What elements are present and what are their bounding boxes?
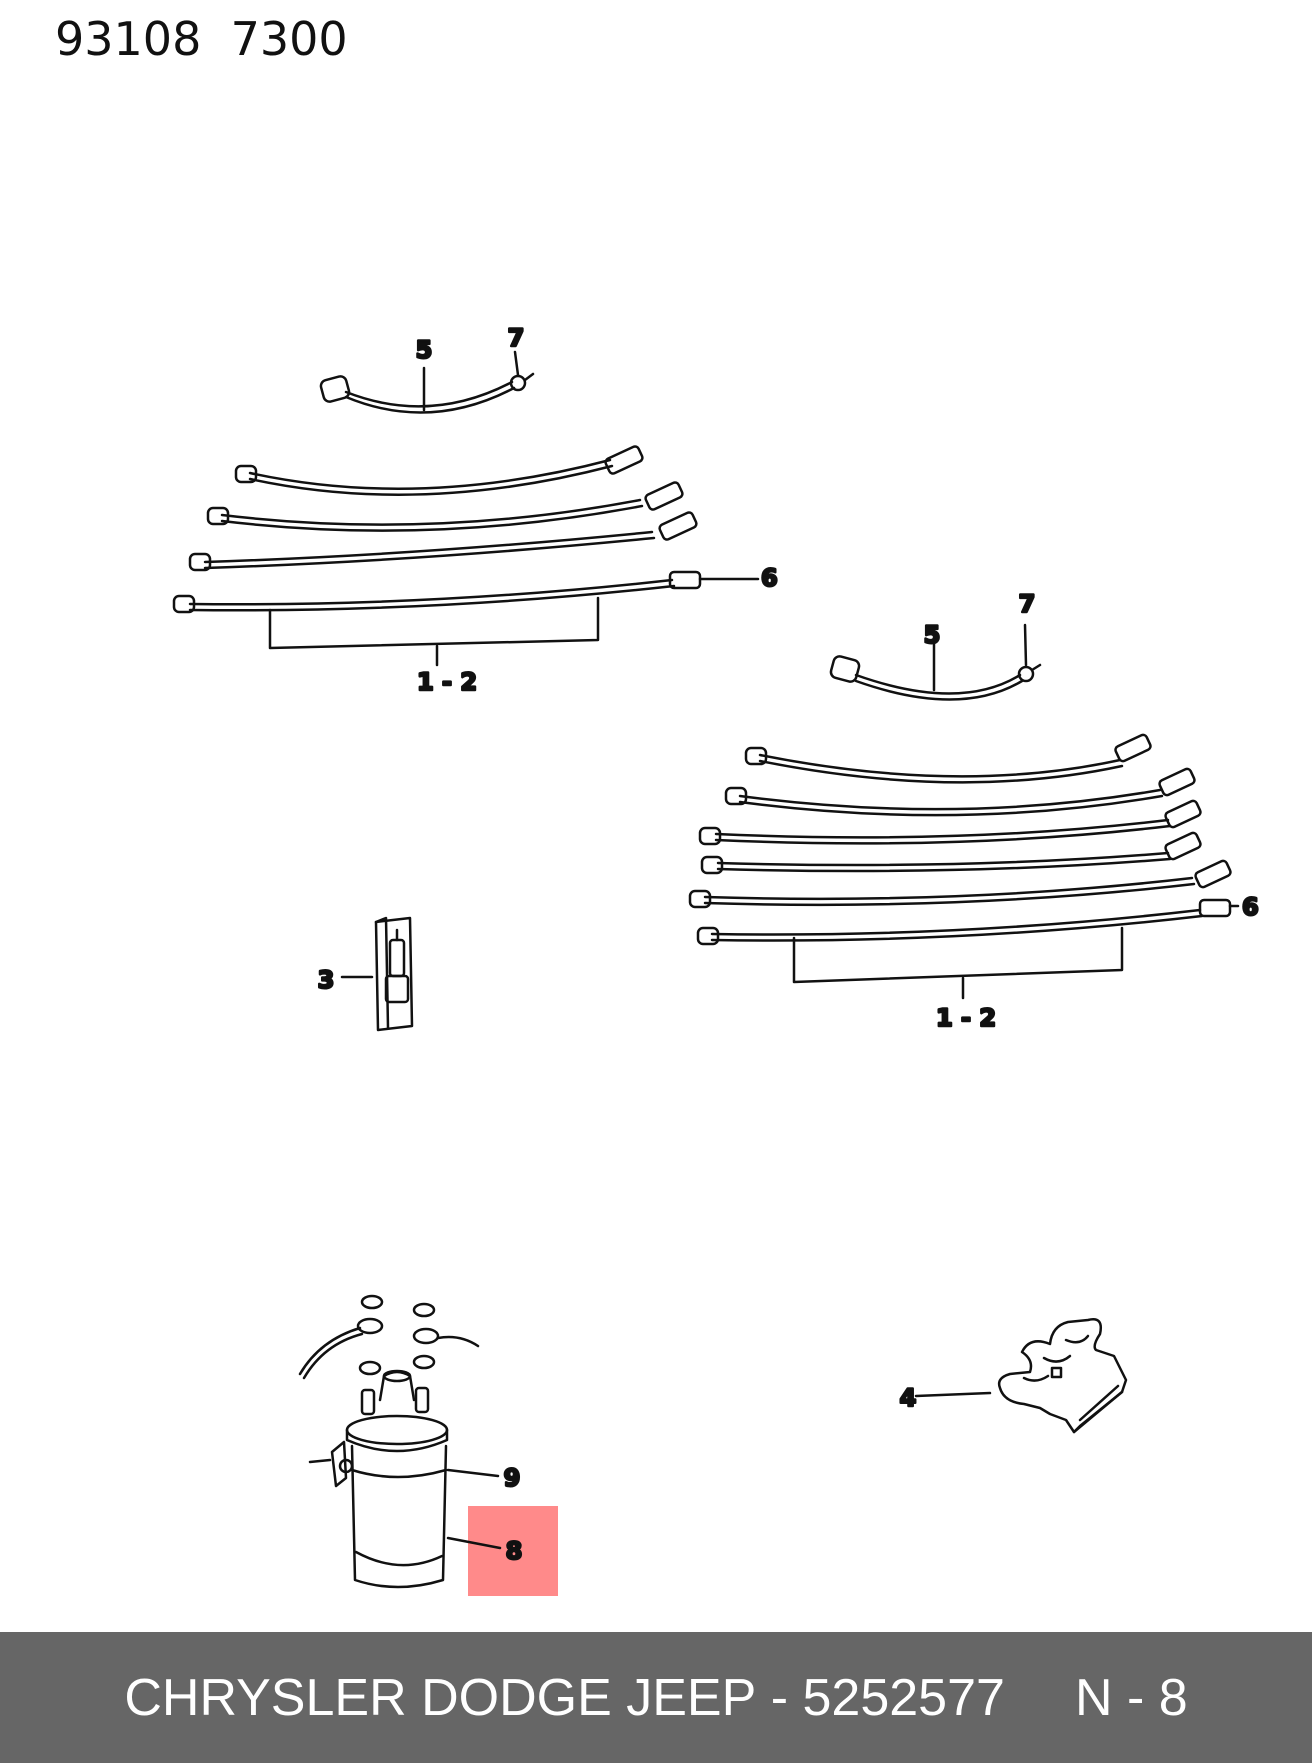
callout-5-left: 5	[416, 336, 433, 364]
footer-part-number: 5252577	[802, 1668, 1005, 1727]
wire-set-left	[172, 350, 760, 667]
callout-7-left: 7	[508, 324, 525, 352]
footer-separator: -	[770, 1668, 789, 1727]
coil-wire-left	[319, 372, 535, 414]
plug-wires-left	[172, 445, 702, 614]
ignition-parts-diagram: 5 7 6 1 - 2 5 7 6 1 - 2 3 4 9 8	[172, 323, 1260, 1596]
callout-5-right: 5	[924, 621, 941, 649]
wire-set-right	[688, 623, 1240, 1000]
footer-brand: CHRYSLER DODGE JEEP	[124, 1668, 757, 1727]
callout-6-right: 6	[1242, 893, 1259, 921]
callout-8-highlight	[468, 1506, 558, 1596]
callout-3: 3	[318, 966, 335, 994]
drawing-number-part-2: 7300	[230, 12, 348, 66]
footer-bar: CHRYSLER DODGE JEEP - 5252577 N - 8	[0, 1632, 1312, 1763]
callout-4: 4	[900, 1384, 917, 1412]
bracket-1-2-right	[792, 926, 1124, 984]
callout-1-2-right: 1 - 2	[936, 1004, 996, 1032]
part-4-wire-separator	[914, 1318, 1128, 1434]
bracket-1-2-left	[268, 596, 600, 650]
part-3-spark-plug	[340, 916, 414, 1032]
callout-9: 9	[504, 1464, 521, 1492]
plug-wires-right	[688, 733, 1232, 946]
callout-7-right: 7	[1019, 590, 1036, 618]
callout-6-left: 6	[761, 564, 778, 592]
callout-8: 8	[506, 1537, 523, 1565]
drawing-number-part-1: 93108	[55, 12, 202, 66]
part-8-ignition-coil	[298, 1294, 502, 1589]
drawing-number: 93108 7300	[55, 12, 348, 66]
callout-1-2-left: 1 - 2	[417, 668, 477, 696]
footer-reference: N - 8	[1074, 1668, 1188, 1727]
coil-wire-right	[829, 655, 1042, 701]
